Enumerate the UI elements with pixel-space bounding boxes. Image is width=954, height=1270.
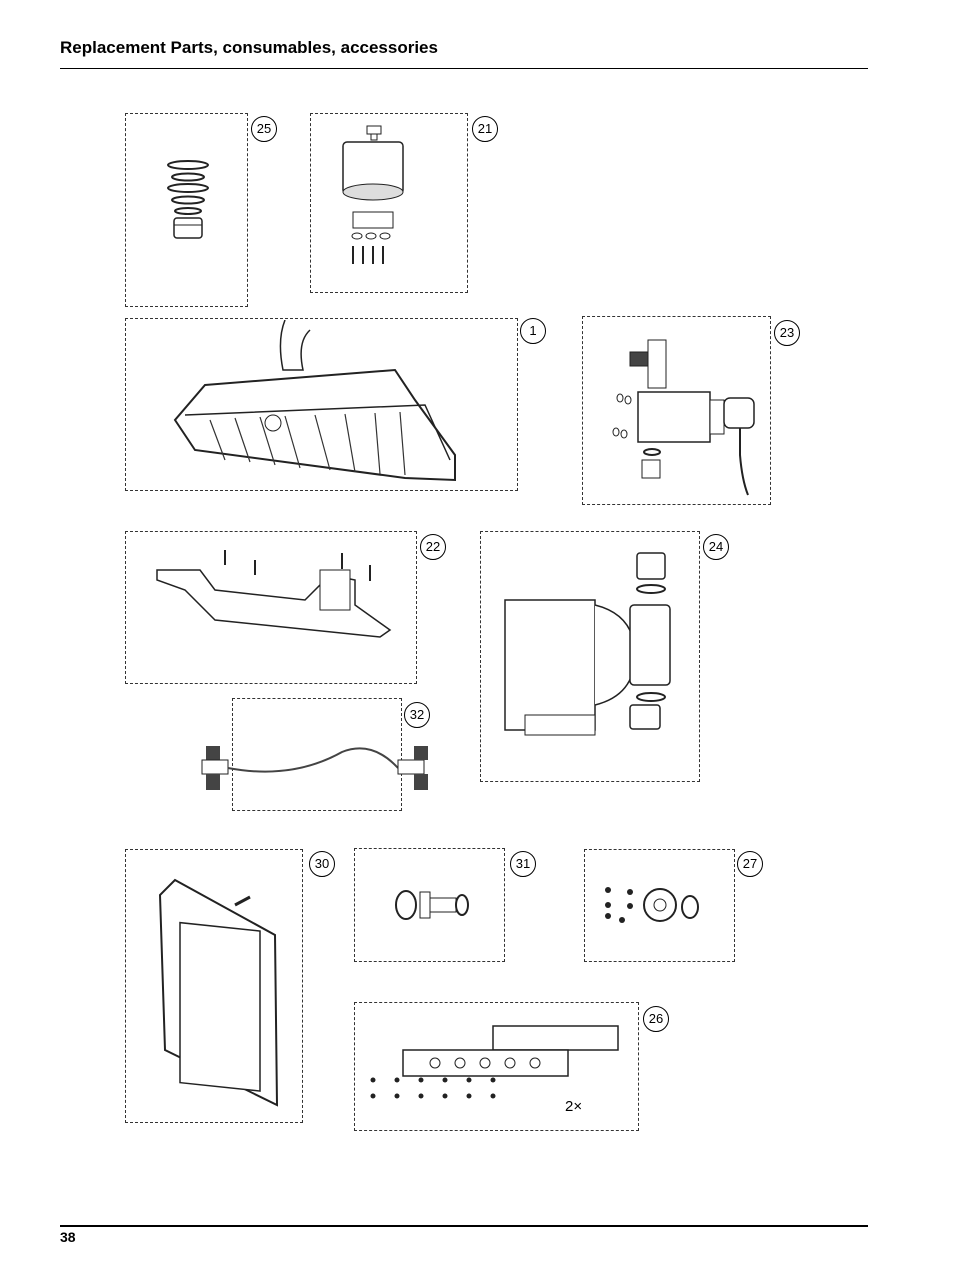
fitting-illustration [395,890,469,920]
tank-frame-illustration [158,878,279,1107]
part-box-25 [125,113,248,307]
part-box-24 [480,531,700,782]
callout-25: 25 [251,116,277,142]
tubing-illustration [201,746,428,790]
bracket-illustration [156,550,392,638]
callout-26: 26 [643,1006,669,1032]
part-box-1 [125,318,518,491]
page-number: 38 [60,1229,76,1245]
manifold-illustration [173,320,456,482]
footer-rule [60,1225,868,1227]
seal-kit-illustration [167,160,209,239]
pump-drive-illustration [504,552,671,736]
page-title: Replacement Parts, consumables, accessor… [60,38,438,57]
valve-illustration [612,339,755,496]
header-rule [60,68,868,69]
callout-31: 31 [510,851,536,877]
callout-30: 30 [309,851,335,877]
callout-21: 21 [472,116,498,142]
pump-head-illustration [342,125,404,264]
part-box-21 [310,113,468,293]
flange-kit-illustration [605,887,699,923]
part-box-22 [125,531,417,684]
part-box-32 [232,698,402,811]
part-box-27 [584,849,735,962]
callout-32: 32 [404,702,430,728]
callout-24: 24 [703,534,729,560]
callout-1: 1 [520,318,546,344]
part-box-31 [354,848,505,962]
part-box-30 [125,849,303,1123]
plates-illustration [370,1025,619,1099]
callout-23: 23 [774,320,800,346]
callout-22: 22 [420,534,446,560]
quantity-note-26: 2× [565,1098,583,1115]
part-box-23 [582,316,771,505]
part-box-26 [354,1002,639,1131]
callout-27: 27 [737,851,763,877]
